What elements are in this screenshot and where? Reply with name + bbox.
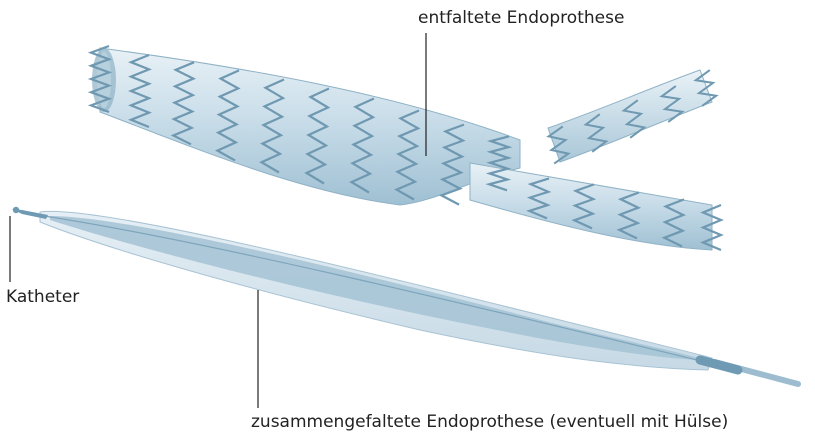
- contralateral-limb: [548, 70, 716, 164]
- label-deployed-endoprosthesis: entfaltete Endoprothese: [418, 8, 624, 28]
- label-folded-endoprosthesis: zusammengefaltete Endoprothese (eventuel…: [251, 412, 728, 432]
- catheter-tip-bead: [13, 207, 19, 213]
- label-catheter: Katheter: [6, 287, 79, 307]
- ipsilateral-limb-shape: [470, 163, 712, 250]
- deployed-endoprosthesis: [91, 46, 721, 250]
- contralateral-limb-shape: [548, 70, 712, 162]
